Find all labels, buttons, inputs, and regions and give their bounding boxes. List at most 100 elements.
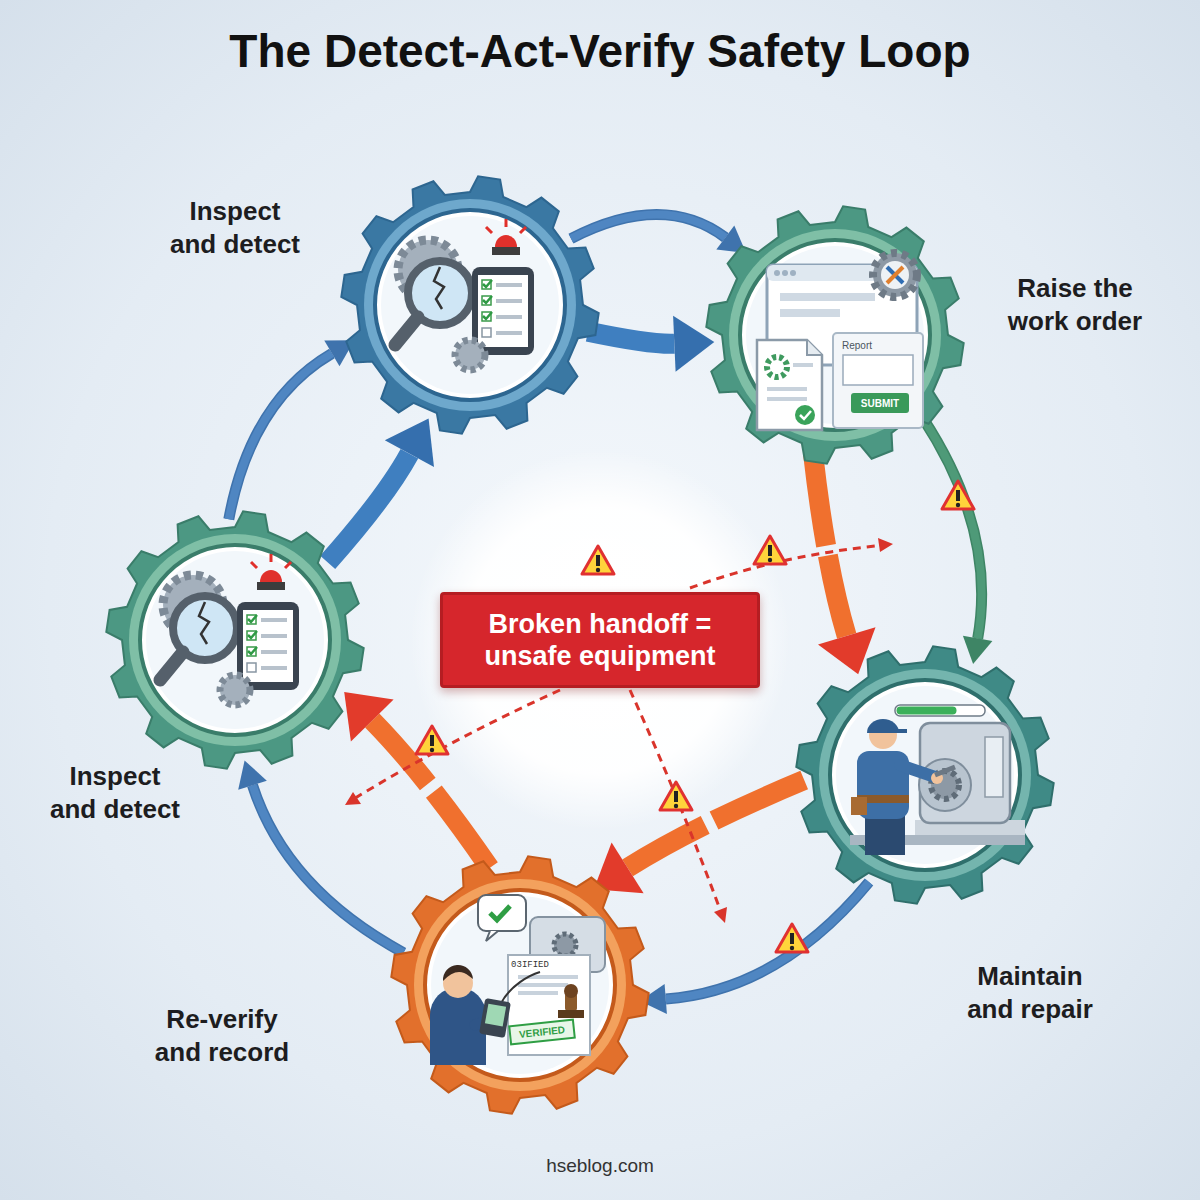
inspector-arm — [475, 1020, 490, 1025]
banner-text: Broken handoff = unsafe equipment — [465, 608, 735, 673]
wrench — [887, 267, 903, 283]
gear-outline — [105, 510, 365, 770]
dashed-leader — [690, 545, 885, 588]
form-panel — [833, 333, 923, 428]
arrow-head — [385, 419, 434, 468]
gear-ring — [729, 229, 941, 441]
arrow-shaft — [229, 353, 332, 519]
gear-teeth — [106, 511, 363, 768]
verified-stamp-box — [509, 1020, 575, 1045]
flow-arrow — [328, 419, 434, 563]
text-line — [518, 975, 578, 979]
arrow-shaft — [813, 454, 847, 636]
broken-handoff-arrow — [344, 692, 489, 868]
bubble-tail — [486, 931, 498, 941]
step-label: Raise the work order — [995, 272, 1155, 337]
flow-arrow — [640, 882, 869, 1014]
gear-outline — [795, 645, 1055, 905]
warning-icon — [582, 546, 614, 574]
gear-ring — [364, 199, 576, 411]
gear-face — [740, 240, 930, 430]
progress-bar — [895, 705, 985, 716]
progress-fill — [897, 707, 957, 715]
inspector-hair — [443, 965, 473, 981]
document-fold — [807, 340, 822, 355]
flow-arrow — [571, 215, 746, 253]
arrow-head — [344, 692, 393, 742]
arrow-shaft — [628, 780, 805, 868]
gear-outline — [340, 175, 600, 435]
text-line — [780, 293, 875, 301]
test-cable — [500, 972, 540, 1005]
arrow-outline — [571, 215, 725, 239]
gear-inner — [836, 686, 1014, 864]
gear-symbol — [554, 934, 576, 956]
check-mark — [490, 906, 510, 920]
text-line — [767, 397, 807, 401]
arrow-head — [963, 636, 993, 664]
step-label: Inspect and detect — [165, 195, 305, 260]
verify-illustration — [430, 895, 605, 1065]
leader-head — [714, 907, 727, 923]
handoff-leaders — [345, 538, 893, 923]
machine-body — [530, 917, 605, 972]
bench — [915, 820, 1025, 835]
repair-illustration — [850, 705, 1025, 855]
center-glow — [410, 450, 790, 830]
text-line — [518, 991, 558, 995]
gear-teeth — [391, 856, 648, 1113]
gear-ring — [129, 534, 341, 746]
worker-legs — [865, 813, 905, 855]
gear-inner — [381, 216, 559, 394]
broken-handoff-arrow — [594, 780, 804, 893]
window-dot — [774, 270, 780, 276]
process-gear: Inspect and detect — [105, 510, 365, 770]
stamp-base — [558, 1010, 584, 1018]
diagram-title: The Detect-Act-Verify Safety Loop — [0, 24, 1200, 78]
arrow-head — [238, 761, 267, 790]
check-mark — [800, 411, 811, 419]
gear-outline — [390, 855, 650, 1115]
arrow-outline — [923, 418, 982, 638]
inspector-head — [443, 968, 473, 998]
arrow-shaft — [253, 785, 404, 953]
tool-pouch — [851, 797, 867, 815]
worker-arm — [900, 765, 935, 777]
warning-icon — [754, 536, 786, 564]
warning-icon — [416, 726, 448, 754]
stamp-knob — [564, 984, 578, 998]
wrench — [935, 767, 955, 775]
warning-banner: Broken handoff = unsafe equipment — [440, 592, 760, 688]
document — [757, 340, 822, 430]
work-order-illustration — [757, 253, 923, 430]
arrow-shaft — [571, 215, 725, 239]
arrow-shaft — [666, 882, 869, 999]
gear-hub — [881, 261, 909, 289]
gear-face — [140, 545, 330, 735]
arrow-outline — [666, 882, 869, 999]
gear-outline — [705, 205, 965, 465]
tester-device — [479, 998, 511, 1038]
warning-icon — [776, 924, 808, 952]
stamp-handle — [565, 993, 577, 1011]
text-line — [793, 363, 813, 367]
inspect-illustration — [160, 554, 299, 705]
gear-inner — [746, 246, 924, 424]
floor — [850, 835, 1025, 845]
flow-arrow — [923, 418, 993, 664]
worker-cap — [867, 719, 899, 733]
tester-screen — [485, 1004, 506, 1027]
gear-symbol — [767, 357, 787, 377]
submit-button — [851, 393, 909, 413]
gear-teeth — [796, 646, 1053, 903]
warning-icon — [942, 481, 974, 509]
arrow-outline — [229, 353, 332, 519]
arrow-shaft — [923, 418, 982, 638]
leader-head — [345, 792, 361, 805]
arrow-shaft — [588, 332, 674, 344]
browser-window — [767, 265, 917, 365]
window-dot — [790, 270, 796, 276]
process-gear: Re-verify and record — [390, 855, 650, 1115]
